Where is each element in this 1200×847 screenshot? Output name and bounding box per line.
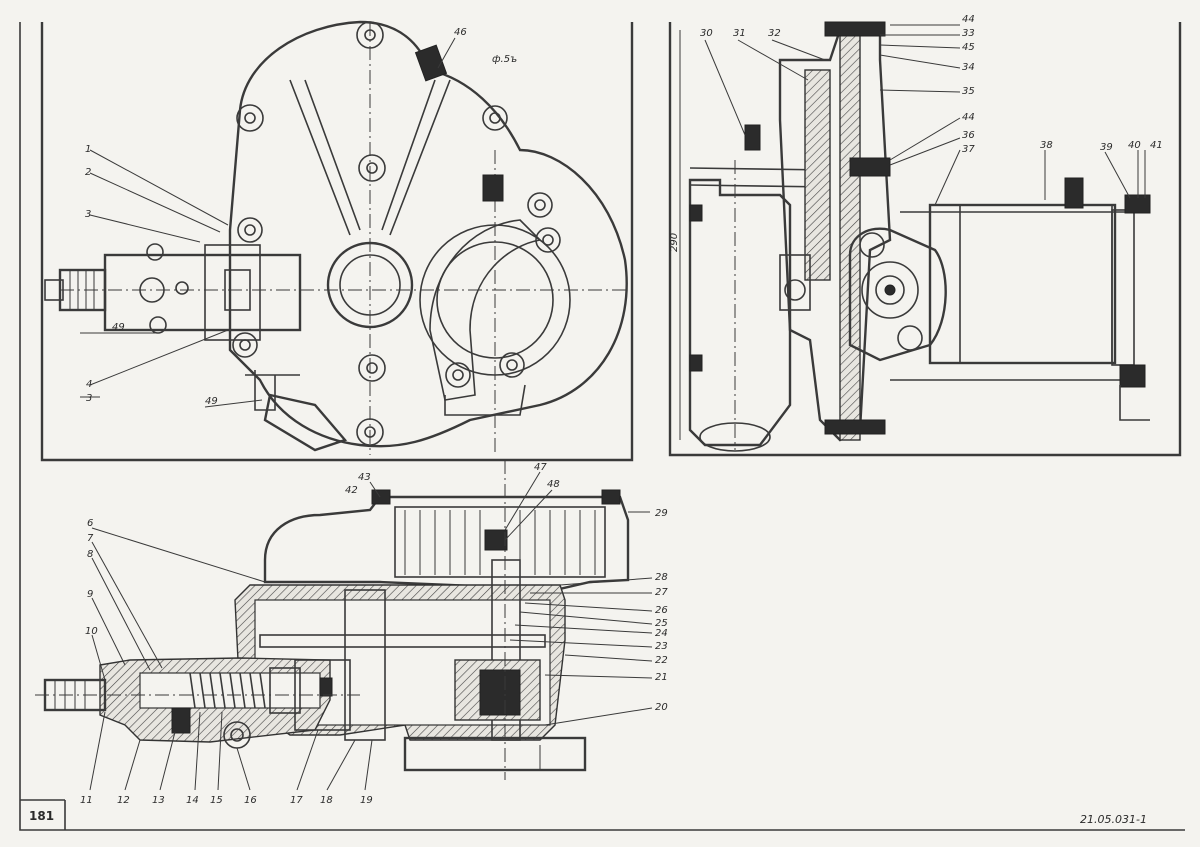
callout-label: 15	[210, 795, 223, 806]
callout-label: 25	[655, 618, 668, 629]
callout-label: 1	[85, 144, 91, 155]
section-top-leaders	[369, 471, 553, 541]
drawing-code: 21.05.031-1	[1080, 813, 1147, 826]
front-view-housing	[44, 20, 630, 455]
callout-label: 43	[358, 472, 371, 483]
callout-label: 37	[962, 144, 975, 155]
page-number-box: 181	[20, 799, 66, 830]
stray-mark: ф.5ъ	[492, 54, 517, 65]
callout-label: 44	[962, 112, 975, 123]
callout-label: 49	[112, 322, 125, 333]
section-view-body	[35, 460, 630, 780]
callout-label: 20	[655, 702, 668, 713]
callout-label: 47	[534, 462, 547, 473]
callout-label: 40	[1128, 140, 1141, 151]
callout-label: 9	[87, 589, 93, 600]
side-view-labels: 30 31 32 44 33 45 34 35 44 36 37 38 39 4…	[669, 14, 1163, 252]
callout-label: 3	[85, 209, 91, 220]
dimension-label: 290	[669, 233, 680, 252]
callout-label: 11	[80, 795, 93, 806]
callout-label: 38	[1040, 140, 1053, 151]
frame-side-view	[668, 22, 1182, 457]
callout-label: 2	[85, 167, 91, 178]
callout-label: 32	[768, 28, 781, 39]
callout-label: 49	[205, 396, 218, 407]
callout-label: 23	[655, 641, 668, 652]
front-view-labels: 1 2 3 49 4 3 49 46 ф.5ъ	[85, 27, 517, 407]
section-view-labels: 6 7 8 9 10 11 12 13 14 15 16 17 18 19 29…	[80, 462, 668, 806]
callout-label: 8	[87, 549, 93, 560]
callout-label: 36	[962, 130, 975, 141]
callout-label: 21	[655, 672, 668, 683]
callout-label: 22	[655, 655, 668, 666]
callout-label: 44	[962, 14, 975, 25]
page-number: 181	[29, 809, 54, 823]
callout-label: 45	[962, 42, 975, 53]
callout-label: 27	[655, 587, 668, 598]
callout-label: 7	[87, 533, 94, 544]
side-view-housing	[679, 21, 1151, 452]
callout-label: 19	[360, 795, 373, 806]
frame-bottom	[19, 22, 1185, 831]
callout-label: 18	[320, 795, 333, 806]
callout-label: 24	[655, 628, 668, 639]
callout-label: 28	[655, 572, 668, 583]
frame-front-view	[40, 22, 634, 462]
callout-label: 12	[117, 795, 130, 806]
callout-label: 14	[186, 795, 199, 806]
callout-label: 13	[152, 795, 165, 806]
callout-label: 26	[655, 605, 668, 616]
callout-label: 48	[547, 479, 560, 490]
section-view-callouts	[89, 511, 653, 791]
callout-label: 4	[86, 379, 92, 390]
callout-label: 10	[85, 626, 98, 637]
front-view-callouts	[80, 37, 456, 408]
callout-label: 16	[244, 795, 257, 806]
callout-label: 31	[733, 28, 746, 39]
callout-label: 17	[290, 795, 303, 806]
callout-label: 34	[962, 62, 975, 73]
callout-label: 30	[700, 28, 713, 39]
side-view-callouts	[704, 24, 1146, 206]
callout-label: 41	[1150, 140, 1163, 151]
callout-label: 35	[962, 86, 975, 97]
callout-label: 39	[1100, 142, 1113, 153]
callout-label: 3	[86, 393, 92, 404]
callout-label: 46	[454, 27, 467, 38]
callout-label: 42	[345, 485, 358, 496]
callout-label: 29	[655, 508, 668, 519]
callout-label: 33	[962, 28, 975, 39]
callout-label: 6	[87, 518, 93, 529]
